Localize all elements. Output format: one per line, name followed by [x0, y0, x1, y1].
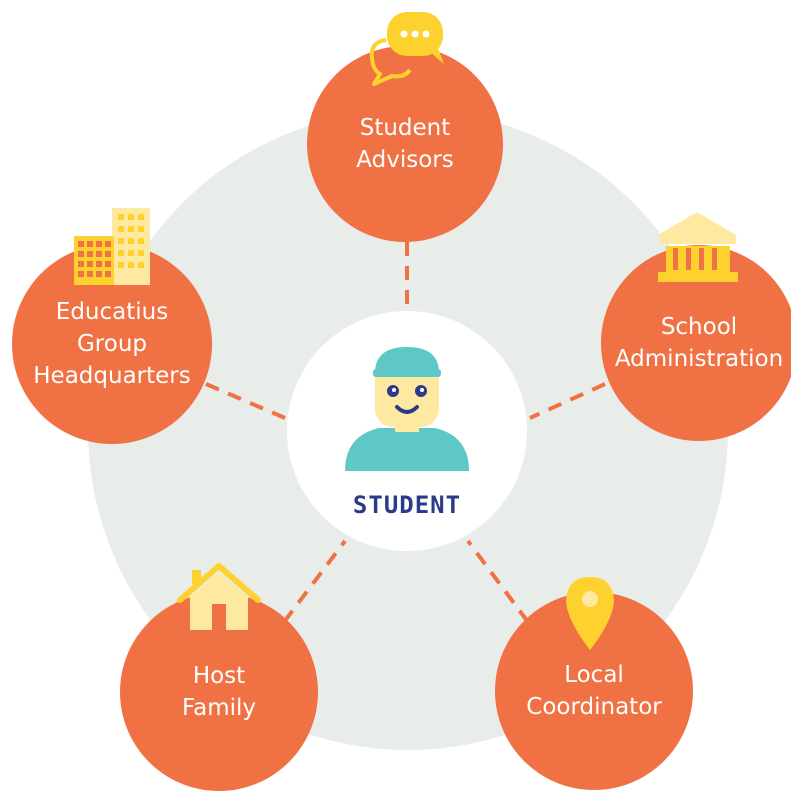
center-student: STUDENT — [287, 311, 527, 551]
node-label-line: Advisors — [356, 147, 454, 173]
node-school-administration: School Administration — [601, 245, 791, 441]
node-local-coordinator: Local Coordinator — [495, 592, 693, 790]
node-label-line: Group — [76, 331, 148, 357]
node-label-line: Host — [192, 663, 246, 689]
node-label-line: School — [660, 314, 738, 340]
node-label-line: Student — [359, 115, 451, 141]
node-host-family: Host Family — [120, 593, 318, 791]
center-label: STUDENT — [352, 491, 462, 519]
node-educatius-headquarters: Educatius Group Headquarters — [12, 244, 212, 444]
node-student-advisors: Student Advisors — [307, 46, 503, 242]
node-label-line: Local — [564, 662, 624, 688]
node-label-line: Educatius — [55, 299, 169, 325]
connector-host — [282, 539, 347, 624]
connector-school — [529, 382, 606, 420]
connector-local — [466, 539, 530, 624]
node-label-line: Headquarters — [33, 363, 191, 389]
node-label-line: Family — [181, 695, 256, 721]
node-label-line: Administration — [614, 346, 784, 372]
connector-hq — [205, 382, 286, 420]
student-avatar-icon — [345, 347, 469, 471]
node-label-line: Coordinator — [526, 694, 662, 720]
